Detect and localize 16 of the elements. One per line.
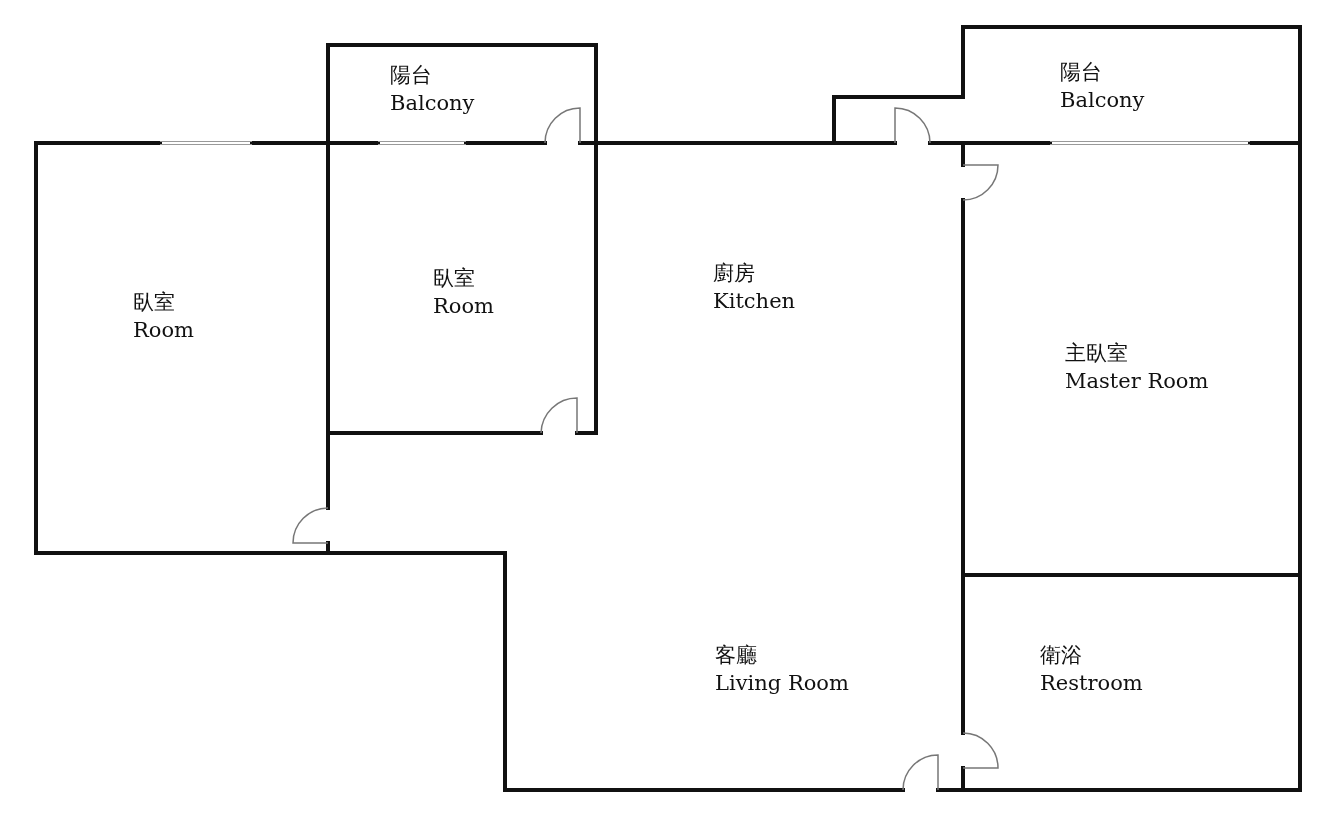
- room-label: Living Room: [715, 673, 849, 694]
- room-label: 主臥室: [1065, 343, 1128, 364]
- room-label: 衛浴: [1040, 645, 1082, 666]
- room-label: 陽台: [390, 65, 432, 86]
- room-label: 陽台: [1060, 62, 1102, 83]
- room-label: Kitchen: [713, 291, 796, 312]
- room-label: Master Room: [1065, 371, 1209, 392]
- room-label: Room: [433, 296, 494, 317]
- room-label: Restroom: [1040, 673, 1143, 694]
- room-label: Room: [133, 320, 194, 341]
- room-label: 臥室: [433, 268, 475, 289]
- room-label: 廚房: [713, 263, 755, 284]
- room-label: 客廳: [715, 645, 757, 666]
- room-label: 臥室: [133, 292, 175, 313]
- room-label: Balcony: [1060, 90, 1145, 111]
- room-label: Balcony: [390, 93, 475, 114]
